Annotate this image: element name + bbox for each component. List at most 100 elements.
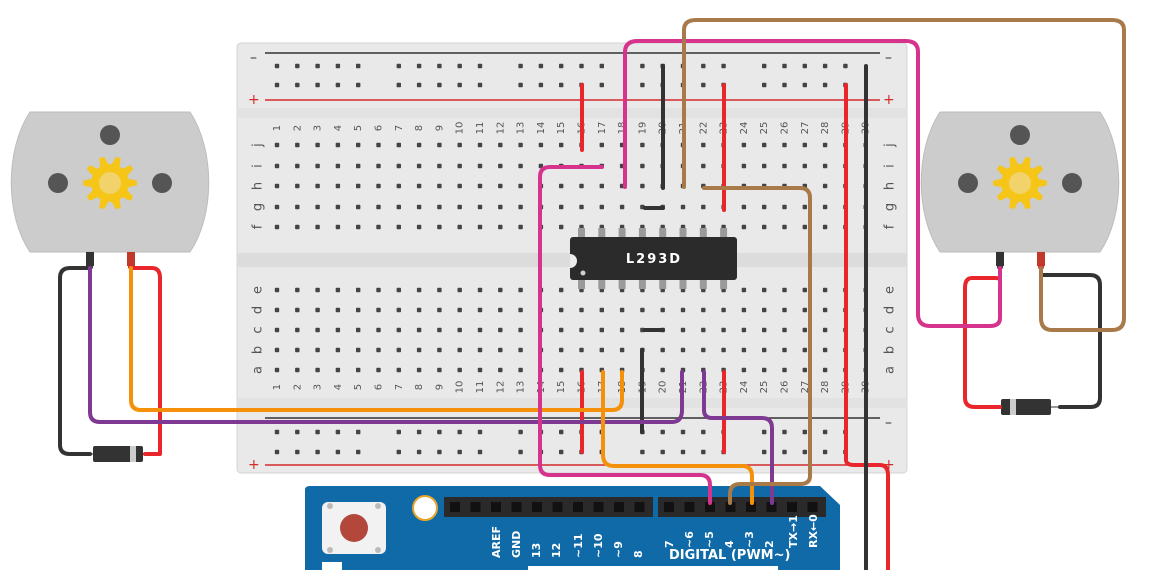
rail-hole[interactable] (335, 449, 341, 455)
breadboard-hole[interactable] (559, 367, 564, 373)
breadboard-hole[interactable] (619, 347, 625, 353)
breadboard-hole[interactable] (579, 204, 584, 210)
rail-hole[interactable] (843, 63, 848, 69)
rail-hole[interactable] (579, 63, 584, 69)
breadboard-hole[interactable] (518, 204, 523, 210)
breadboard-hole[interactable] (437, 183, 442, 189)
rail-hole[interactable] (416, 449, 422, 455)
breadboard-hole[interactable] (741, 224, 747, 230)
diode-right[interactable] (990, 399, 1070, 415)
breadboard-hole[interactable] (721, 347, 726, 353)
breadboard-hole[interactable] (437, 327, 442, 333)
breadboard-hole[interactable] (660, 307, 665, 313)
wires[interactable] (58, 18, 1126, 570)
breadboard-hole[interactable] (538, 142, 544, 148)
dc-motor-right[interactable] (920, 111, 1120, 270)
breadboard-hole[interactable] (762, 307, 767, 313)
breadboard-hole[interactable] (741, 367, 747, 373)
breadboard-hole[interactable] (295, 327, 300, 333)
breadboard-hole[interactable] (376, 204, 381, 210)
breadboard-hole[interactable] (416, 204, 422, 210)
rail-hole[interactable] (802, 449, 807, 455)
breadboard-hole[interactable] (762, 327, 767, 333)
rail-hole[interactable] (477, 449, 483, 455)
rail-hole[interactable] (295, 63, 300, 69)
header-pin[interactable] (552, 502, 563, 512)
breadboard-hole[interactable] (802, 287, 807, 293)
rail-hole[interactable] (396, 449, 401, 455)
breadboard-hole[interactable] (295, 163, 300, 169)
breadboard-hole[interactable] (416, 287, 422, 293)
breadboard-hole[interactable] (599, 142, 604, 148)
breadboard-hole[interactable] (356, 183, 361, 189)
rail-hole[interactable] (356, 449, 361, 455)
breadboard-hole[interactable] (559, 307, 564, 313)
breadboard-hole[interactable] (315, 287, 320, 293)
breadboard-hole[interactable] (579, 347, 584, 353)
rail-hole[interactable] (518, 429, 523, 435)
breadboard-hole[interactable] (376, 287, 381, 293)
rail-hole[interactable] (518, 449, 523, 455)
breadboard-hole[interactable] (477, 224, 483, 230)
breadboard-hole[interactable] (315, 307, 320, 313)
rail-hole[interactable] (538, 63, 544, 69)
breadboard-hole[interactable] (619, 204, 625, 210)
breadboard-hole[interactable] (477, 204, 483, 210)
breadboard-hole[interactable] (477, 287, 483, 293)
breadboard-hole[interactable] (437, 307, 442, 313)
rail-hole[interactable] (477, 63, 483, 69)
header-digital-left[interactable] (444, 497, 653, 517)
rail-hole[interactable] (437, 449, 442, 455)
breadboard-hole[interactable] (315, 224, 320, 230)
breadboard-hole[interactable] (498, 204, 503, 210)
rail-hole[interactable] (680, 449, 686, 455)
breadboard-hole[interactable] (274, 142, 280, 148)
breadboard-hole[interactable] (640, 183, 645, 189)
breadboard-hole[interactable] (274, 287, 280, 293)
rail-hole[interactable] (538, 82, 544, 88)
breadboard-hole[interactable] (518, 307, 523, 313)
breadboard-hole[interactable] (315, 367, 320, 373)
breadboard-hole[interactable] (295, 183, 300, 189)
breadboard-hole[interactable] (376, 224, 381, 230)
rail-hole[interactable] (802, 63, 807, 69)
rail-hole[interactable] (762, 449, 767, 455)
breadboard-hole[interactable] (457, 183, 462, 189)
rail-hole[interactable] (822, 449, 828, 455)
rail-hole[interactable] (274, 63, 280, 69)
breadboard-hole[interactable] (701, 347, 706, 353)
rail-hole[interactable] (721, 63, 726, 69)
breadboard-hole[interactable] (356, 163, 361, 169)
breadboard-hole[interactable] (762, 367, 767, 373)
breadboard-hole[interactable] (416, 163, 422, 169)
breadboard-hole[interactable] (660, 367, 665, 373)
breadboard-hole[interactable] (599, 183, 604, 189)
breadboard-hole[interactable] (274, 183, 280, 189)
breadboard-hole[interactable] (295, 204, 300, 210)
dc-motor-left[interactable] (10, 111, 210, 270)
rail-hole[interactable] (660, 429, 665, 435)
breadboard-hole[interactable] (335, 307, 341, 313)
breadboard-hole[interactable] (396, 183, 401, 189)
breadboard-hole[interactable] (416, 347, 422, 353)
breadboard-hole[interactable] (782, 224, 787, 230)
rail-hole[interactable] (518, 63, 523, 69)
breadboard-hole[interactable] (295, 367, 300, 373)
breadboard-hole[interactable] (498, 183, 503, 189)
rail-hole[interactable] (640, 449, 645, 455)
breadboard-hole[interactable] (416, 307, 422, 313)
breadboard-hole[interactable] (396, 163, 401, 169)
breadboard-hole[interactable] (518, 183, 523, 189)
rail-hole[interactable] (416, 63, 422, 69)
breadboard-hole[interactable] (274, 163, 280, 169)
breadboard-hole[interactable] (680, 327, 686, 333)
rail-hole[interactable] (457, 63, 462, 69)
breadboard-hole[interactable] (782, 347, 787, 353)
breadboard-hole[interactable] (335, 327, 341, 333)
breadboard-hole[interactable] (802, 347, 807, 353)
breadboard-hole[interactable] (559, 183, 564, 189)
rail-hole[interactable] (477, 82, 483, 88)
rail-hole[interactable] (822, 63, 828, 69)
breadboard-hole[interactable] (457, 224, 462, 230)
